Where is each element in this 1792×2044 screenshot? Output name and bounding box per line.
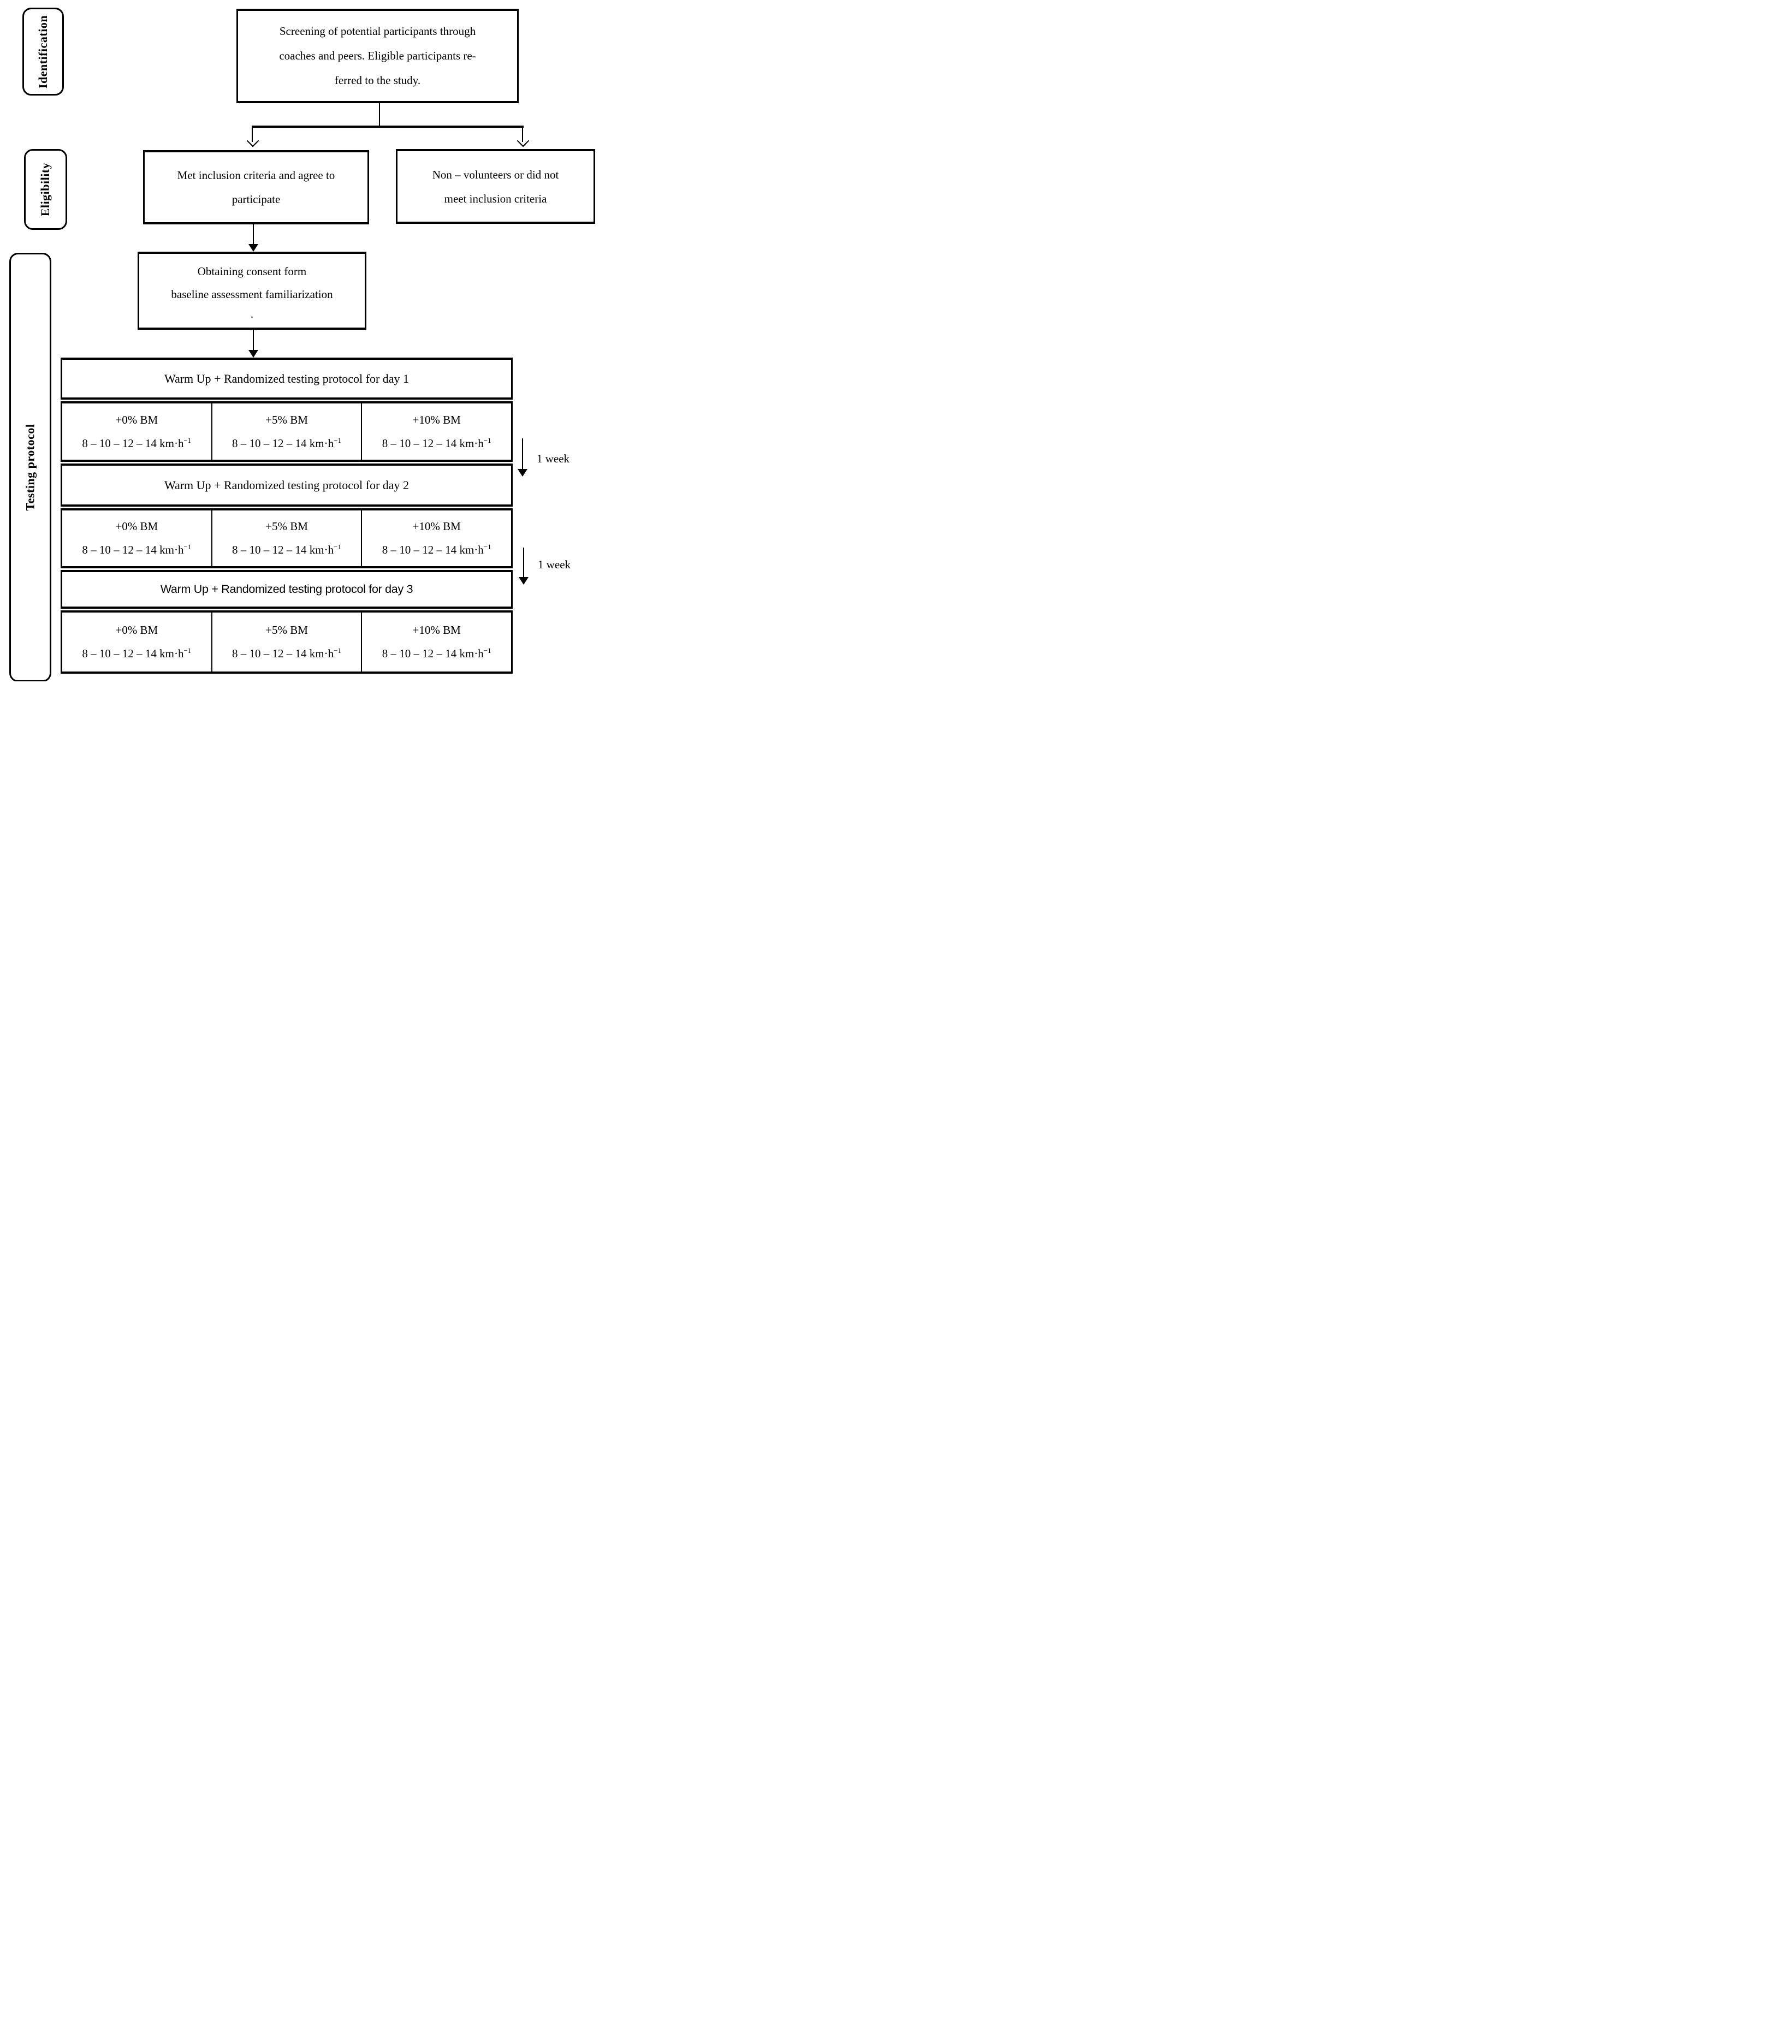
met-inclusion-line-1: Met inclusion criteria and agree to	[177, 169, 335, 182]
stage-label-identification-text: Identification	[36, 15, 50, 88]
connector-branch-bar	[252, 126, 524, 128]
stage-label-eligibility: Eligibility	[24, 149, 67, 230]
speeds-label: 8 – 10 – 12 – 14 km·h−1	[82, 436, 192, 450]
speeds-label: 8 – 10 – 12 – 14 km·h−1	[382, 646, 491, 660]
protocol-day2-header: Warm Up + Randomized testing protocol fo…	[61, 464, 513, 507]
study-flow-diagram: Identification Eligibility Testing proto…	[0, 0, 597, 681]
protocol-day3-cells: +0% BM 8 – 10 – 12 – 14 km·h−1 +5% BM 8 …	[61, 610, 513, 674]
connector-branch-left-drop	[252, 128, 253, 142]
consent-box: Obtaining consent form baseline assessme…	[138, 252, 366, 330]
protocol-day2-cell-0bm: +0% BM 8 – 10 – 12 – 14 km·h−1	[62, 510, 211, 566]
speeds-label: 8 – 10 – 12 – 14 km·h−1	[382, 543, 491, 556]
stage-label-eligibility-text: Eligibility	[38, 162, 52, 217]
met-inclusion-box: Met inclusion criteria and agree to part…	[143, 150, 369, 224]
consent-line-2: baseline assessment familiarization	[171, 287, 333, 301]
screening-line-2: coaches and peers. Eligible participants…	[279, 49, 476, 62]
protocol-day3-header: Warm Up + Randomized testing protocol fo…	[61, 570, 513, 609]
stage-label-testing-protocol-text: Testing protocol	[23, 424, 37, 511]
protocol-day2-cell-5bm: +5% BM 8 – 10 – 12 – 14 km·h−1	[211, 510, 361, 566]
table-arrowhead-icon	[248, 350, 258, 358]
consent-line-3: .	[250, 307, 254, 320]
protocol-day1-header-text: Warm Up + Randomized testing protocol fo…	[164, 371, 410, 385]
protocol-day1-cell-10bm: +10% BM 8 – 10 – 12 – 14 km·h−1	[361, 403, 511, 460]
protocol-day3-cell-10bm: +10% BM 8 – 10 – 12 – 14 km·h−1	[361, 613, 511, 672]
speeds-label: 8 – 10 – 12 – 14 km·h−1	[232, 436, 341, 450]
non-volunteers-line-1: Non – volunteers or did not	[432, 168, 559, 181]
connector-branch-right-drop	[522, 128, 523, 142]
consent-arrowhead-icon	[248, 244, 258, 252]
load-label: +0% BM	[115, 520, 158, 533]
connector-screening-stem	[379, 103, 380, 127]
protocol-day2-cells: +0% BM 8 – 10 – 12 – 14 km·h−1 +5% BM 8 …	[61, 508, 513, 568]
load-label: +5% BM	[265, 623, 308, 637]
protocol-day2-cell-10bm: +10% BM 8 – 10 – 12 – 14 km·h−1	[361, 510, 511, 566]
branch-right-arrowhead-icon	[517, 134, 530, 147]
load-label: +10% BM	[412, 623, 461, 637]
week2-arrowhead-icon	[519, 577, 529, 585]
speeds-label: 8 – 10 – 12 – 14 km·h−1	[82, 646, 192, 660]
branch-left-arrowhead-icon	[246, 134, 259, 147]
week2-arrow-line	[523, 548, 524, 578]
protocol-day1-header: Warm Up + Randomized testing protocol fo…	[61, 358, 513, 400]
protocol-day3-header-text: Warm Up + Randomized testing protocol fo…	[160, 583, 413, 596]
protocol-day3-cell-5bm: +5% BM 8 – 10 – 12 – 14 km·h−1	[211, 613, 361, 672]
stage-label-testing-protocol: Testing protocol	[9, 253, 51, 681]
protocol-day3-cell-0bm: +0% BM 8 – 10 – 12 – 14 km·h−1	[62, 613, 211, 672]
speeds-label: 8 – 10 – 12 – 14 km·h−1	[382, 436, 491, 450]
week1-arrowhead-icon	[518, 469, 527, 477]
screening-line-3: ferred to the study.	[334, 74, 421, 87]
load-label: +10% BM	[412, 520, 461, 533]
week1-arrow-line	[522, 438, 523, 470]
load-label: +10% BM	[412, 413, 461, 426]
consent-line-1: Obtaining consent form	[197, 264, 307, 278]
load-label: +5% BM	[265, 413, 308, 426]
speeds-label: 8 – 10 – 12 – 14 km·h−1	[232, 543, 341, 556]
protocol-day1-cell-0bm: +0% BM 8 – 10 – 12 – 14 km·h−1	[62, 403, 211, 460]
non-volunteers-box: Non – volunteers or did not meet inclusi…	[396, 149, 595, 224]
screening-line-1: Screening of potential participants thro…	[279, 25, 476, 38]
week2-label: 1 week	[538, 558, 571, 571]
stage-label-identification: Identification	[22, 8, 64, 96]
load-label: +0% BM	[115, 413, 158, 426]
speeds-label: 8 – 10 – 12 – 14 km·h−1	[232, 646, 341, 660]
connector-to-consent	[253, 224, 254, 245]
screening-box: Screening of potential participants thro…	[236, 9, 519, 103]
connector-to-table	[253, 330, 254, 351]
protocol-day1-cell-5bm: +5% BM 8 – 10 – 12 – 14 km·h−1	[211, 403, 361, 460]
non-volunteers-line-2: meet inclusion criteria	[444, 192, 547, 205]
protocol-day2-header-text: Warm Up + Randomized testing protocol fo…	[164, 478, 410, 492]
load-label: +5% BM	[265, 520, 308, 533]
speeds-label: 8 – 10 – 12 – 14 km·h−1	[82, 543, 192, 556]
load-label: +0% BM	[115, 623, 158, 637]
testing-protocol-table: Warm Up + Randomized testing protocol fo…	[61, 358, 513, 674]
met-inclusion-line-2: participate	[232, 193, 281, 206]
protocol-day1-cells: +0% BM 8 – 10 – 12 – 14 km·h−1 +5% BM 8 …	[61, 401, 513, 462]
week1-label: 1 week	[537, 452, 570, 465]
